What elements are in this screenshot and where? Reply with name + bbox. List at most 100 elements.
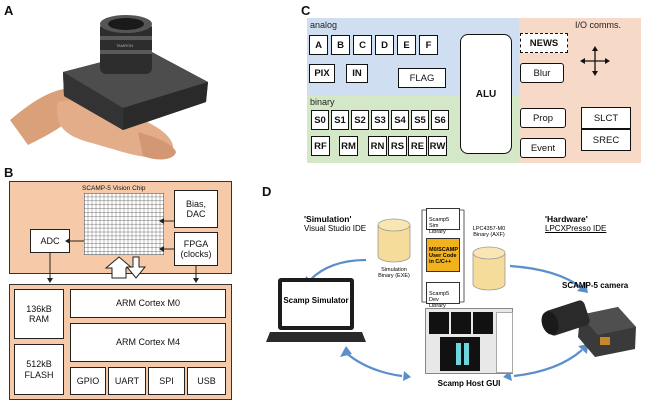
host-gui-screenshot	[425, 308, 513, 374]
binary-register-s4: S4	[391, 110, 409, 130]
srec-register: SREC	[581, 129, 631, 151]
binary-register-rw: RW	[428, 136, 447, 156]
dev-library-box: Scamp5 Dev Library	[426, 282, 460, 309]
binary-register-rs: RS	[388, 136, 407, 156]
chip-title: SCAMP-5 Vision Chip	[82, 185, 146, 192]
arm-m0-label: ARM Cortex M0	[115, 298, 180, 309]
analog-register-b: B	[331, 35, 350, 55]
gui-side-panel	[496, 312, 513, 373]
usb-block: USB	[187, 367, 226, 395]
lpc-binary-cylinder-icon	[472, 246, 506, 291]
binary-register-label: RE	[410, 140, 425, 152]
pix-register: PIX	[309, 64, 335, 83]
analog-register-label: B	[337, 39, 344, 51]
binary-register-label: S4	[394, 114, 406, 126]
binary-register-s6: S6	[431, 110, 449, 130]
flag-label: FLAG	[409, 72, 435, 84]
binary-label: binary	[310, 97, 335, 107]
simulation-title: 'Simulation'	[304, 214, 352, 224]
analog-register-label: E	[403, 39, 410, 51]
gui-digit-shape-2	[464, 343, 469, 365]
binary-register-re: RE	[408, 136, 427, 156]
arm-m4-block: ARM Cortex M4	[70, 323, 226, 362]
binary-register-label: S1	[334, 114, 346, 126]
laptop-icon	[266, 278, 366, 342]
binary-register-label: S0	[314, 114, 326, 126]
binary-register-s2: S2	[351, 110, 369, 130]
analog-register-a: A	[309, 35, 328, 55]
four-way-arrow-icon	[580, 46, 610, 76]
flash-label: 512kB FLASH	[24, 359, 54, 380]
binary-register-label: RS	[390, 140, 405, 152]
flag-register: FLAG	[398, 68, 446, 88]
gui-view-4	[440, 337, 480, 371]
binary-register-label: S2	[354, 114, 366, 126]
alu-block: ALU	[460, 34, 512, 154]
binary-register-rn: RN	[368, 136, 387, 156]
bias-dac-label: Bias, DAC	[185, 198, 206, 219]
chip-connectors	[47, 218, 199, 283]
panel-d-letter: D	[262, 184, 272, 199]
simulation-ide: Visual Studio IDE	[304, 224, 367, 233]
binary-register-label: RM	[341, 140, 356, 152]
gpio-label: GPIO	[76, 375, 100, 386]
uart-block: UART	[108, 367, 146, 395]
prop-label: Prop	[532, 112, 554, 124]
gui-view-1	[429, 312, 449, 334]
hardware-ide: LPCXPresso IDE	[545, 224, 607, 233]
alu-label: ALU	[475, 88, 497, 100]
scamp5-camera-photo	[541, 300, 636, 357]
fpga-block: FPGA (clocks)	[174, 232, 218, 266]
binary-register-rf: RF	[311, 136, 330, 156]
camera-in-hand-photo: TAMRON	[10, 15, 208, 160]
news-register: NEWS	[520, 33, 568, 53]
arm-m4-label: ARM Cortex M4	[115, 337, 180, 348]
bias-dac-block: Bias, DAC	[174, 190, 218, 228]
gpio-block: GPIO	[70, 367, 106, 395]
analog-register-label: F	[425, 39, 432, 51]
pix-label: PIX	[314, 68, 330, 79]
analog-register-label: D	[381, 39, 388, 51]
binary-register-s0: S0	[311, 110, 329, 130]
library-brackets	[421, 209, 465, 303]
binary-register-s3: S3	[371, 110, 389, 130]
binary-register-label: S6	[434, 114, 446, 126]
lpc-binary-label: LPC4357-M0 Binary (AXF)	[472, 226, 506, 238]
ram-block: 136kB RAM	[14, 289, 64, 339]
binary-register-label: RW	[429, 140, 446, 152]
gui-digit-shape	[456, 343, 461, 365]
usb-label: USB	[197, 375, 216, 386]
ram-label: 136kB RAM	[26, 303, 52, 324]
svg-text:TAMRON: TAMRON	[116, 43, 133, 48]
binary-register-label: S5	[414, 114, 426, 126]
spi-label: SPI	[159, 375, 174, 386]
binary-register-label: RF	[314, 140, 327, 152]
flash-block: 512kB FLASH	[14, 344, 64, 395]
slct-register: SLCT	[581, 107, 631, 129]
uart-label: UART	[114, 375, 140, 386]
io-comms-label: I/O comms.	[575, 20, 622, 30]
sim-library-label: Scamp5 Sim Library	[429, 217, 450, 235]
binary-register-rm: RM	[339, 136, 358, 156]
prop-block: Prop	[520, 108, 566, 128]
pixel-array-grid	[84, 193, 164, 255]
arm-m0-block: ARM Cortex M0	[70, 289, 226, 318]
binary-register-label: RN	[370, 140, 385, 152]
gui-view-3	[473, 312, 493, 334]
srec-label: SREC	[592, 134, 620, 146]
user-code-label: M0/SCAMP User Code in C/C++	[429, 247, 459, 265]
adc-label: ADC	[40, 235, 60, 246]
analog-register-label: C	[359, 39, 366, 51]
analog-register-c: C	[353, 35, 372, 55]
panel-b-letter: B	[4, 165, 14, 180]
analog-register-f: F	[419, 35, 438, 55]
sim-library-box: Scamp5 Sim Library	[426, 208, 460, 235]
panel-c-letter: C	[301, 3, 311, 18]
simulator-label: Scamp Simulator	[283, 296, 349, 305]
blur-block: Blur	[520, 63, 564, 83]
simulation-binary-cylinder-icon	[377, 218, 411, 263]
camera-label: SCAMP-5 camera	[562, 281, 629, 290]
analog-label: analog	[310, 20, 338, 30]
analog-register-d: D	[375, 35, 394, 55]
news-label: NEWS	[529, 37, 559, 49]
